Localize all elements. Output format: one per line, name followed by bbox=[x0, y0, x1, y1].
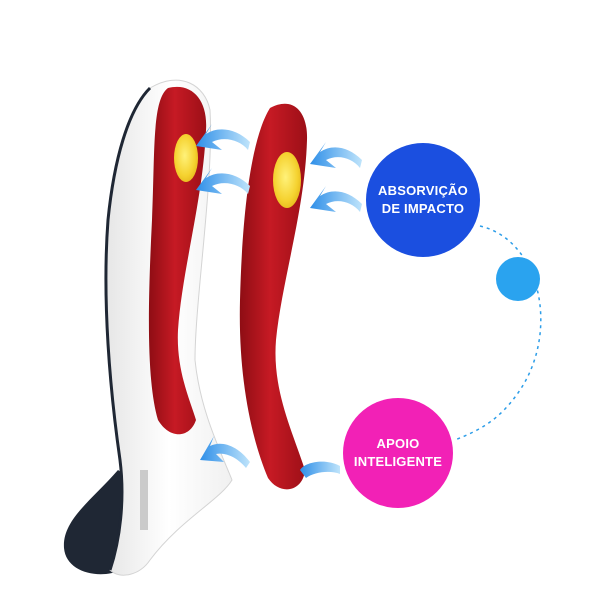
impact-absorption-badge: ABSORVIÇÃO DE IMPACTO bbox=[366, 143, 480, 257]
gel-insert bbox=[239, 103, 308, 490]
badge-line: INTELIGENTE bbox=[353, 454, 443, 469]
support-arrow-trail bbox=[300, 461, 340, 478]
arrow-icon bbox=[310, 142, 362, 168]
connector bbox=[454, 225, 542, 441]
insole-full bbox=[63, 79, 233, 576]
connector-dashed-arc bbox=[454, 225, 542, 441]
smart-support-badge: APOIO INTELIGENTE bbox=[343, 398, 453, 508]
connector-dot bbox=[496, 257, 540, 301]
badge-line: ABSORVIÇÃO bbox=[378, 183, 468, 198]
badge-line: DE IMPACTO bbox=[381, 201, 465, 216]
arrow-icon bbox=[196, 168, 250, 194]
arrow-icon bbox=[310, 186, 362, 212]
arrow-icon bbox=[196, 124, 250, 150]
impact-arrows bbox=[196, 124, 362, 212]
insole-texture-strip bbox=[140, 470, 148, 530]
insole-edge bbox=[104, 86, 152, 571]
support-arrows bbox=[200, 436, 340, 478]
insole-heel-pad bbox=[174, 134, 198, 182]
gel-insert-heel-pad bbox=[273, 152, 301, 208]
badge-line: APOIO bbox=[376, 436, 420, 451]
arrow-icon bbox=[200, 436, 250, 468]
